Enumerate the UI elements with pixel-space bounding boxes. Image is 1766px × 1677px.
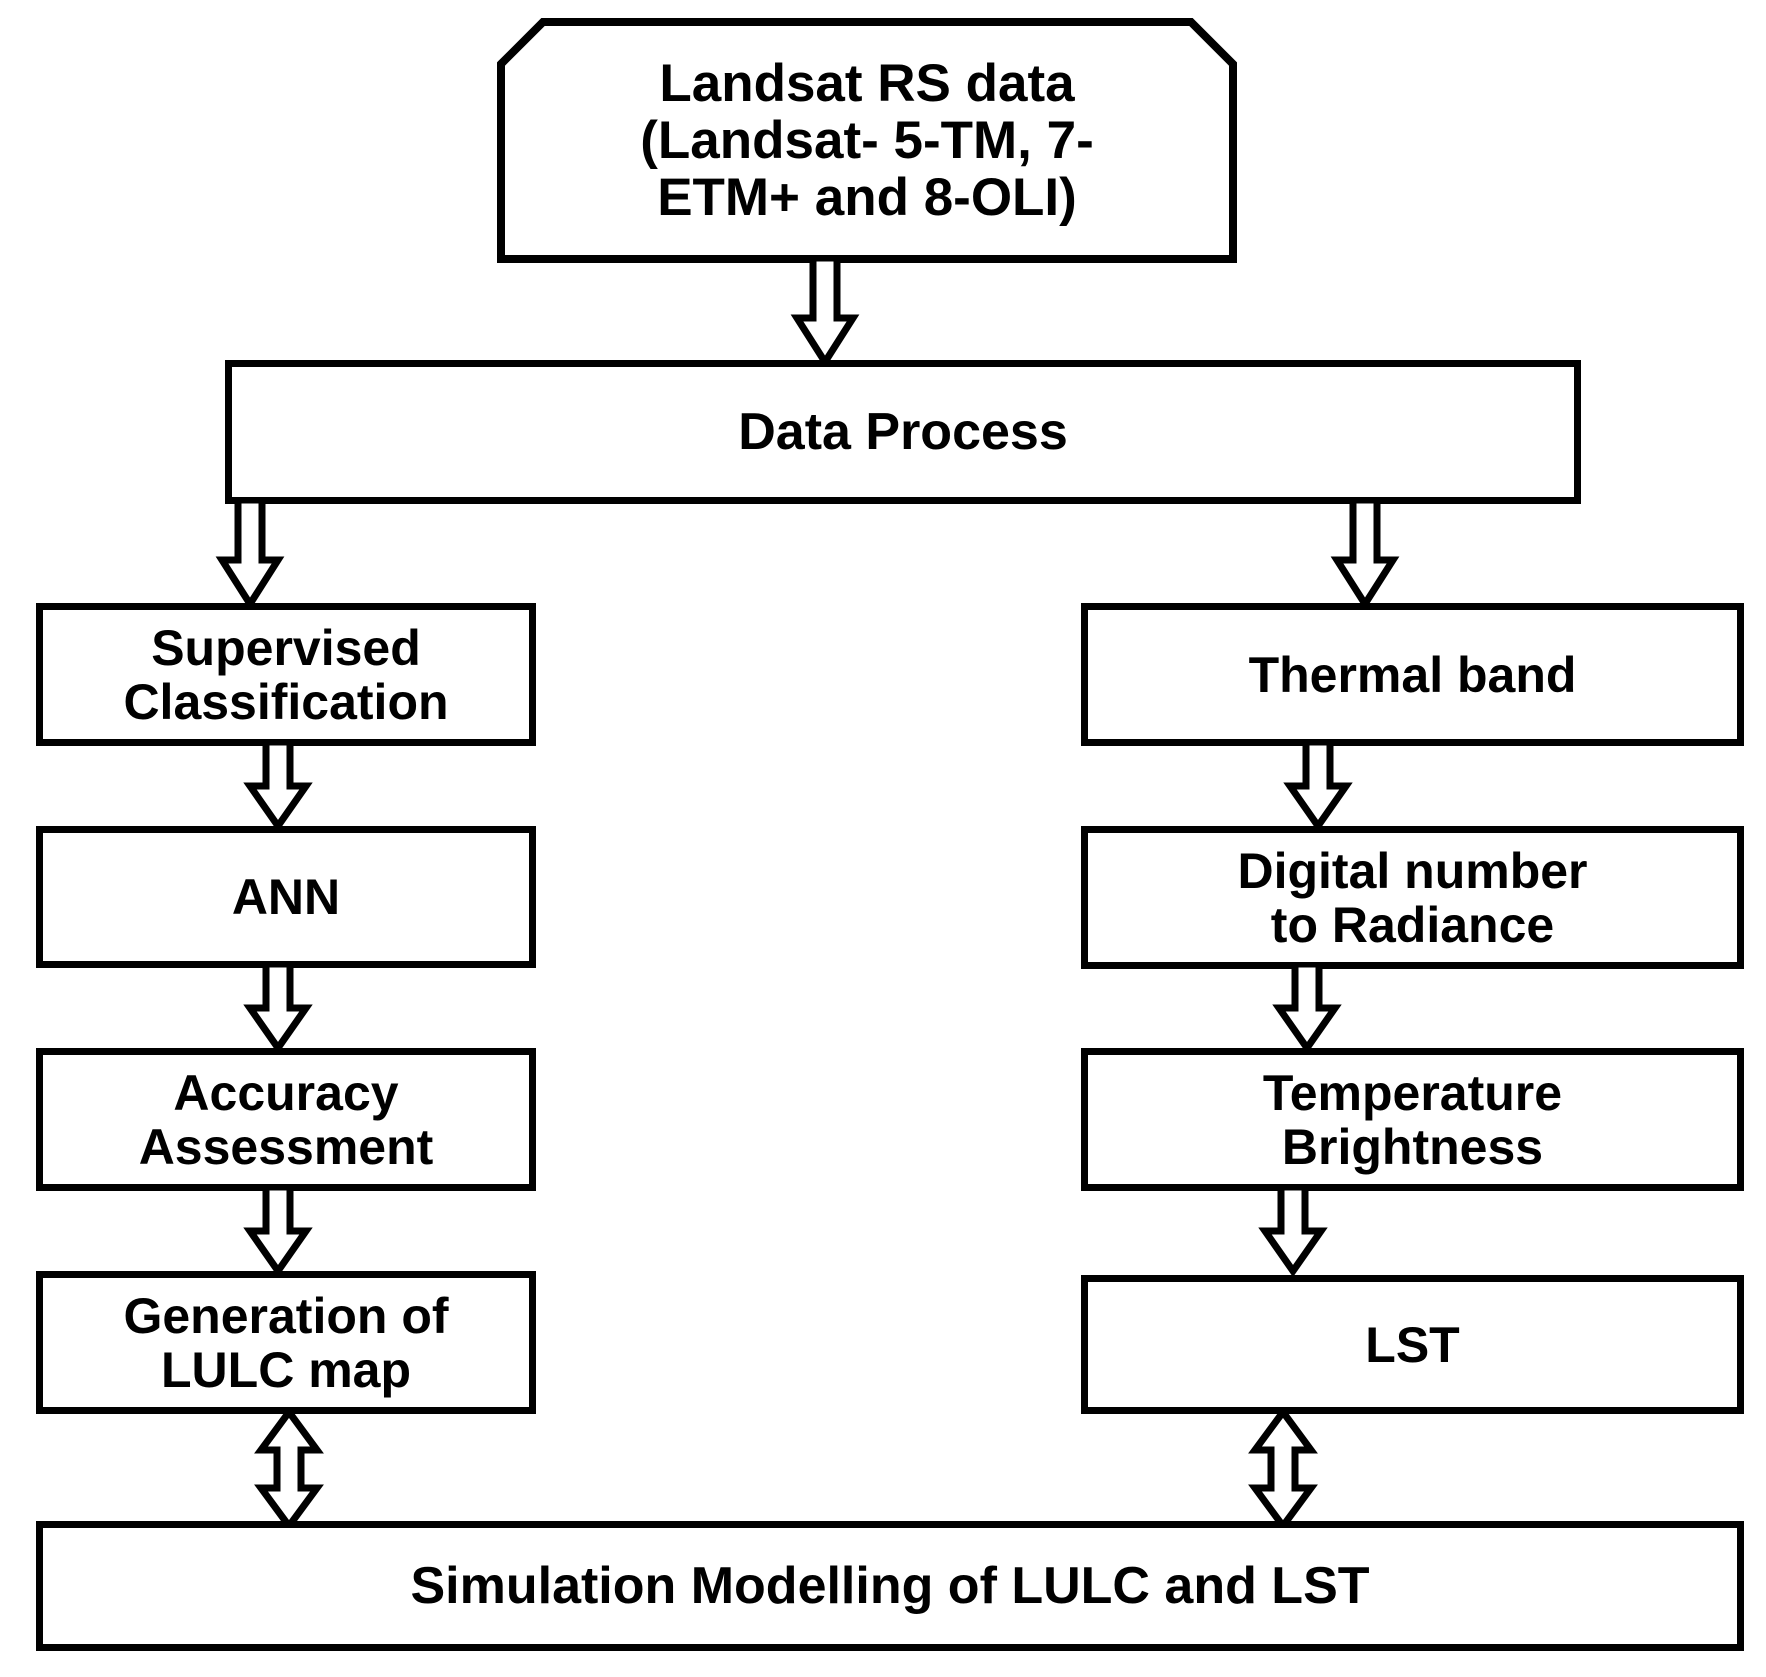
node-thermal-band-label: Thermal band — [1248, 646, 1577, 703]
connector-data-process-to-supervised-classification — [215, 500, 285, 608]
double-arrow-icon — [1248, 1410, 1318, 1528]
double-arrow-icon — [254, 1410, 324, 1528]
node-thermal-band[interactable]: Thermal band — [1081, 603, 1744, 746]
node-landsat-rs-data[interactable]: Landsat RS data (Landsat- 5-TM, 7- ETM+ … — [497, 18, 1237, 263]
down-arrow-icon — [243, 1187, 313, 1275]
connector-supervised-classification-to-ann — [243, 742, 313, 830]
node-supervised-classification-label: Supervised Classification — [123, 619, 449, 730]
down-arrow-icon — [790, 258, 860, 366]
connector-lulc-map-to-simulation — [253, 1410, 325, 1528]
node-accuracy-assessment[interactable]: Accuracy Assessment — [36, 1048, 536, 1191]
down-arrow-icon — [243, 964, 313, 1052]
clipped-corner-box-shape — [497, 18, 1237, 263]
connector-temperature-brightness-to-lst — [1258, 1187, 1328, 1275]
node-accuracy-assessment-label: Accuracy Assessment — [138, 1064, 434, 1175]
node-temperature-brightness-label: Temperature Brightness — [1262, 1064, 1563, 1175]
node-generation-of-lulc-map-label: Generation of LULC map — [123, 1287, 449, 1398]
down-arrow-icon — [1330, 500, 1400, 608]
node-data-process-label: Data Process — [738, 402, 1068, 461]
node-landsat-rs-data-label: Landsat RS data (Landsat- 5-TM, 7- ETM+ … — [640, 53, 1094, 228]
node-generation-of-lulc-map[interactable]: Generation of LULC map — [36, 1271, 536, 1414]
node-ann[interactable]: ANN — [36, 826, 536, 968]
node-supervised-classification[interactable]: Supervised Classification — [36, 603, 536, 746]
down-arrow-icon — [215, 500, 285, 608]
connector-ann-to-accuracy-assessment — [243, 964, 313, 1052]
down-arrow-icon — [1258, 1187, 1328, 1275]
node-lst-label: LST — [1365, 1316, 1460, 1373]
connector-data-process-to-thermal-band — [1330, 500, 1400, 608]
connector-accuracy-assessment-to-lulc-map — [243, 1187, 313, 1275]
node-simulation-modelling[interactable]: Simulation Modelling of LULC and LST — [36, 1521, 1744, 1651]
connector-dn-to-radiance-to-temperature-brightness — [1272, 964, 1342, 1052]
down-arrow-icon — [1283, 742, 1353, 830]
node-data-process[interactable]: Data Process — [225, 360, 1581, 504]
connector-thermal-band-to-dn-to-radiance — [1283, 742, 1353, 830]
node-simulation-modelling-label: Simulation Modelling of LULC and LST — [410, 1556, 1370, 1615]
down-arrow-icon — [243, 742, 313, 830]
connector-lst-to-simulation — [1247, 1410, 1319, 1528]
node-lst[interactable]: LST — [1081, 1275, 1744, 1414]
connector-source-to-data-process — [790, 258, 860, 366]
node-digital-number-to-radiance[interactable]: Digital number to Radiance — [1081, 826, 1744, 969]
down-arrow-icon — [1272, 964, 1342, 1052]
node-ann-label: ANN — [231, 869, 341, 925]
node-temperature-brightness[interactable]: Temperature Brightness — [1081, 1048, 1744, 1191]
node-digital-number-to-radiance-label: Digital number to Radiance — [1237, 842, 1588, 953]
